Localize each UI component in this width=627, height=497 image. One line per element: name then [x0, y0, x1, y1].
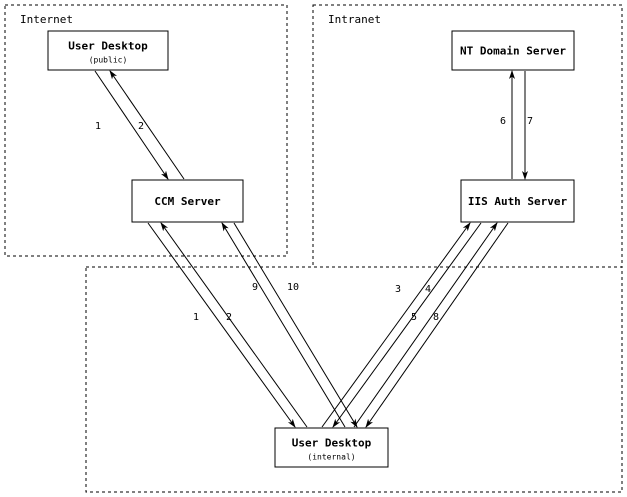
- edge-label-label-1-bottom: 1: [193, 312, 199, 323]
- node-box-iis-auth-server[interactable]: [460, 179, 575, 223]
- node-box-user-desktop-public[interactable]: [47, 30, 169, 71]
- node-user-desktop-internal[interactable]: User Desktop (internal): [274, 427, 389, 468]
- zone-label-intranet: Intranet: [328, 13, 381, 26]
- edge-label-label-2-bottom: 2: [226, 312, 232, 323]
- zone-border-intranet: [312, 4, 623, 268]
- node-title-iis-auth-server: IIS Auth Server: [468, 195, 568, 208]
- zones-layer: Internet Intranet: [4, 4, 623, 493]
- edge-label-label-2-top: 2: [138, 121, 144, 132]
- node-box-nt-domain-server[interactable]: [451, 30, 575, 71]
- zone-border-lower: [85, 266, 623, 493]
- edge-labels-layer: 1 2 6 7 9 10 1 2 3 4 5 8: [95, 116, 533, 323]
- edge-label-label-4: 4: [425, 284, 431, 295]
- zone-intranet: Intranet: [312, 4, 623, 268]
- flow-4-iis-auth-server-to-user-desktop-internal: [332, 222, 482, 428]
- flow-2-user-desktop-internal-to-ccm-server: [160, 222, 308, 428]
- flow-3-user-desktop-internal-to-iis-auth-server: [321, 222, 471, 428]
- node-title-user-desktop-public: User Desktop: [68, 40, 148, 53]
- node-box-ccm-server[interactable]: [131, 179, 244, 223]
- edge-label-label-3: 3: [395, 284, 401, 295]
- flow-arrow-2: [109, 70, 185, 180]
- flow-5-user-desktop-internal-to-iis-auth-server: [353, 222, 498, 428]
- flow-arrow-2: [160, 222, 308, 428]
- zone-internet: Internet: [4, 4, 288, 257]
- nodes-layer: User Desktop (public) CCM Server NT Domain …: [47, 30, 575, 468]
- edge-label-label-9: 9: [252, 282, 258, 293]
- node-box-user-desktop-internal[interactable]: [274, 427, 389, 468]
- flow-arrow-3: [321, 222, 471, 428]
- node-title-ccm-server: CCM Server: [154, 195, 221, 208]
- edge-label-label-7: 7: [527, 116, 533, 127]
- flow-2-ccm-server-to-user-desktop-public: [109, 70, 185, 180]
- flow-arrow-1: [147, 222, 296, 428]
- edge-label-label-6: 6: [500, 116, 506, 127]
- zone-lower: [85, 266, 623, 493]
- flow-1-ccm-server-to-user-desktop-internal: [147, 222, 296, 428]
- flow-arrow-10: [233, 222, 358, 428]
- flow-arrow-1: [94, 70, 169, 180]
- node-subtitle-user-desktop-public: (public): [89, 56, 128, 65]
- edge-label-label-5: 5: [411, 312, 417, 323]
- flow-arrow-8: [365, 222, 509, 428]
- edge-label-label-8: 8: [433, 312, 439, 323]
- edge-label-label-10: 10: [287, 282, 299, 293]
- node-user-desktop-public[interactable]: User Desktop (public): [47, 30, 169, 71]
- node-iis-auth-server[interactable]: IIS Auth Server: [460, 179, 575, 223]
- flow-1-user-desktop-public-to-ccm-server: [94, 70, 169, 180]
- flow-arrow-4: [332, 222, 482, 428]
- edge-label-label-1-top: 1: [95, 121, 101, 132]
- node-title-user-desktop-internal: User Desktop: [292, 437, 372, 450]
- node-nt-domain-server[interactable]: NT Domain Server: [451, 30, 575, 71]
- flow-arrow-9: [221, 222, 346, 428]
- flow-10-ccm-server-to-user-desktop-internal: [233, 222, 358, 428]
- node-title-nt-domain-server: NT Domain Server: [460, 45, 566, 58]
- flow-9-user-desktop-internal-to-ccm-server: [221, 222, 346, 428]
- flow-8-iis-auth-server-to-user-desktop-internal: [365, 222, 509, 428]
- zone-border-internet: [4, 4, 288, 257]
- flow-arrow-5: [353, 222, 498, 428]
- node-ccm-server[interactable]: CCM Server: [131, 179, 244, 223]
- flows-layer: [94, 70, 528, 428]
- zone-label-internet: Internet: [20, 13, 73, 26]
- node-subtitle-user-desktop-internal: (internal): [307, 453, 355, 462]
